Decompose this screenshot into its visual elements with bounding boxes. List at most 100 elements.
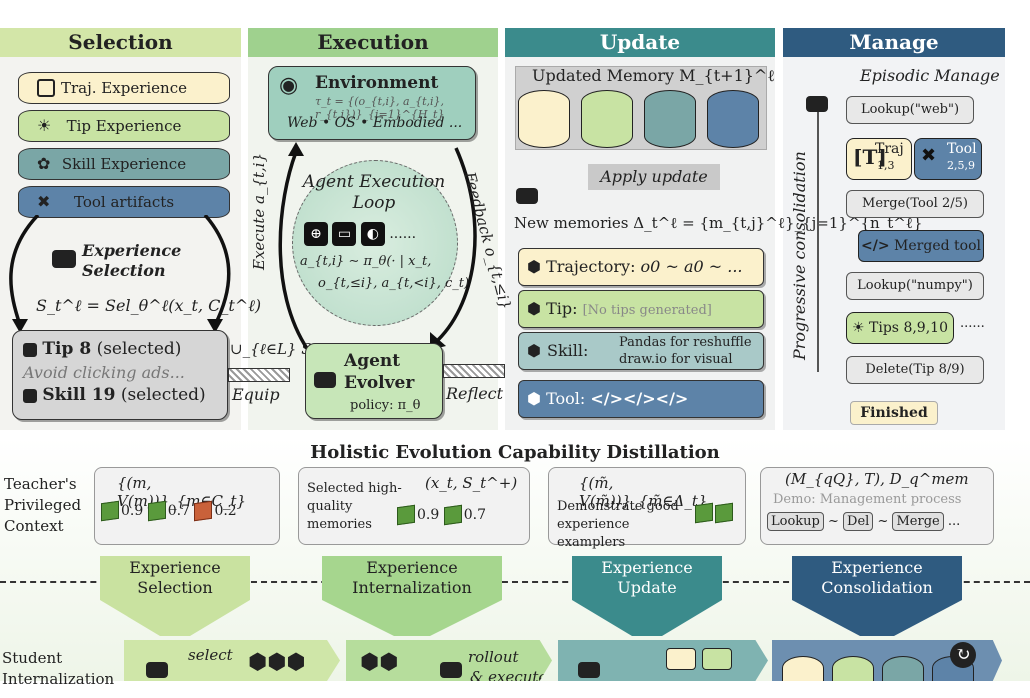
wrench-icon: ✖ — [921, 145, 937, 166]
agent-evolver-card: Agent Evolver policy: π_θ — [305, 343, 443, 419]
memory-row-skill: ⬢ Skill: Pandas for reshuffle draw.io fo… — [518, 332, 764, 370]
student-robot-icon — [146, 662, 168, 678]
teacher-box-internalization: Selected high-quality memories (x_t, S_t… — [298, 467, 530, 545]
traj-icon — [666, 648, 696, 670]
teacher-label: Teacher's Privileged Context — [4, 475, 82, 535]
header-execution: Execution — [248, 28, 498, 57]
evolver-policy: policy: π_θ — [350, 398, 421, 413]
update-robot-icon — [516, 188, 538, 204]
environment-subtitle: Web • OS • Embodied ... — [287, 115, 463, 131]
tip-memory-cylinder — [581, 90, 633, 148]
skill-memory-cylinder — [882, 656, 924, 681]
traj-icon — [37, 79, 55, 97]
tip-state: (selected) — [96, 339, 182, 359]
skill-19-label: Skill 19 — [42, 385, 116, 405]
cubes-icon: ⬢⬢⬢ — [248, 650, 306, 675]
tip-experience-label: Tip Experience — [66, 117, 182, 135]
skill-memory-cylinder — [644, 90, 696, 148]
tool-artifacts-label: Tool artifacts — [73, 193, 175, 211]
header-update: Update — [505, 28, 775, 57]
reflect-label: Reflect — [446, 384, 504, 403]
loop-formula-2: o_{t,≤i}, a_{t,<i}, c_t) — [318, 276, 470, 291]
tool-detail: </></></> — [590, 389, 689, 408]
bulb-icon: ☀ — [852, 320, 865, 336]
environment-title: Environment — [315, 73, 439, 93]
web-icon: ⊕ — [304, 222, 328, 246]
b4-ops: Lookup ~ Del ~ Merge ... — [767, 512, 960, 531]
code-icon: </> — [861, 238, 890, 254]
terminal-icon: ▭ — [332, 222, 357, 246]
student-band-internalization: ⬢⬢ rollout & execute — [346, 640, 552, 681]
tool-result-card: ✖ Tool 2,5,9 — [914, 138, 982, 180]
student-label: Student Internalization — [2, 649, 115, 688]
memory-row-trajectory: ⬢ Trajectory: o0 ~ a0 ~ ... — [518, 248, 764, 286]
cube-icon: ⬢ — [527, 257, 541, 276]
loop-dots: ...... — [389, 226, 417, 242]
cube-icon — [194, 500, 213, 522]
execute-label: Execute a_{t,i} — [250, 152, 268, 270]
tool-memory-cylinder — [707, 90, 759, 148]
traj-memory-cylinder — [518, 90, 570, 148]
b3-cubes — [695, 502, 735, 524]
distillation-title: Holistic Evolution Capability Distillati… — [310, 442, 720, 463]
teacher-box-selection: {(m, V(m))}_{m∈C_t} 0.9 0.7 0.2 — [94, 467, 280, 545]
step-delete-tip: Delete(Tip 8/9) — [846, 356, 984, 384]
b2-text: Selected high-quality memories — [307, 481, 402, 532]
loop-formula-1: a_{t,i} ∼ π_θ(· | x_t, — [300, 254, 432, 269]
globe-icon: ◉ — [279, 73, 299, 98]
environment-card: ◉ Environment τ_t = {(o_{t,i}, a_{t,i}, … — [268, 66, 476, 140]
reflect-arrow — [443, 364, 505, 378]
cube-icon: ⬢ — [527, 389, 541, 408]
skill-icon: ✿ — [37, 154, 51, 173]
traj-memory-cylinder — [782, 656, 824, 681]
robot-icon — [52, 250, 76, 268]
memory-row-tip: ⬢ Tip: [No tips generated] — [518, 290, 764, 328]
progressive-consolidation-label: Progressive consolidation — [790, 151, 809, 360]
apply-update-label: Apply update — [588, 164, 720, 190]
experience-selection-title: Experience Selection — [82, 241, 182, 280]
step-lookup-web: Lookup("web") — [846, 96, 974, 124]
b4-demo: Demo: Management process — [773, 492, 962, 507]
cube-icon — [147, 500, 166, 522]
traj-experience-label: Traj. Experience — [61, 79, 187, 97]
student-robot-icon — [578, 662, 600, 678]
finished-badge: Finished — [850, 401, 938, 425]
header-manage: Manage — [783, 28, 1005, 57]
b2-values: 0.9 0.7 — [397, 504, 486, 526]
student-band-selection: select ⬢⬢⬢ — [124, 640, 340, 681]
traj-icon: [T] — [853, 145, 887, 169]
skill-state: (selected) — [120, 385, 206, 405]
merged-tool-card: </> Merged tool — [858, 230, 984, 262]
selection-funnel-arrows — [9, 215, 231, 333]
teacher-box-update: {(m̃, V(m̃))}_{m̃∈Δ_t} Demonstrate good … — [548, 467, 746, 550]
trajectory-detail: o0 ~ a0 ~ ... — [640, 257, 743, 276]
tip-detail: [No tips generated] — [582, 303, 712, 318]
tip-memory-cylinder — [832, 656, 874, 681]
execute-label-lower: & execute — [470, 668, 548, 686]
environment-formula: τ_t = {(o_{t,i}, a_{t,i}, r_{t,i})}_{i=1… — [315, 95, 445, 121]
memory-row-tool: ⬢ Tool: </></></> — [518, 380, 764, 418]
student-band-update — [558, 640, 768, 681]
equip-label: Equip — [232, 385, 280, 404]
header-selection: Selection — [0, 28, 241, 57]
manage-tree-line — [817, 112, 819, 372]
refresh-icon: ↻ — [950, 642, 976, 668]
selected-experience-card: Tip 8 (selected) Avoid clicking ads... S… — [12, 330, 228, 420]
wrench-icon: ✖ — [37, 192, 51, 211]
new-memories-formula: New memories Δ_t^ℓ = {m_{t,j}^ℓ}_{j=1}^{… — [514, 214, 923, 232]
updated-memory-title: Updated Memory M_{t+1}^ℓ — [532, 66, 775, 85]
b2-formula: (x_t, S_t^+) — [425, 474, 518, 492]
manage-dots: ...... — [960, 316, 985, 331]
tips-result-card: ☀ Tips 8,9,10 — [846, 312, 954, 344]
traj-result-card: [T] Traj 1,3 — [846, 138, 912, 180]
cubes-icon: ⬢⬢ — [360, 650, 399, 675]
bulb-icon — [702, 648, 732, 670]
skill-experience-label: Skill Experience — [61, 155, 187, 173]
episodic-manage-title: Episodic Manage — [860, 66, 1000, 85]
step-merge-tool: Merge(Tool 2/5) — [846, 190, 984, 218]
hint-text: Avoid clicking ads... — [23, 363, 185, 382]
select-label: select — [188, 646, 233, 664]
evolver-robot-icon — [314, 372, 336, 388]
agent-evolver-title: Agent Evolver — [344, 351, 415, 393]
tool-icons-row: ⊕ ▭ ◐ ...... — [304, 222, 416, 246]
